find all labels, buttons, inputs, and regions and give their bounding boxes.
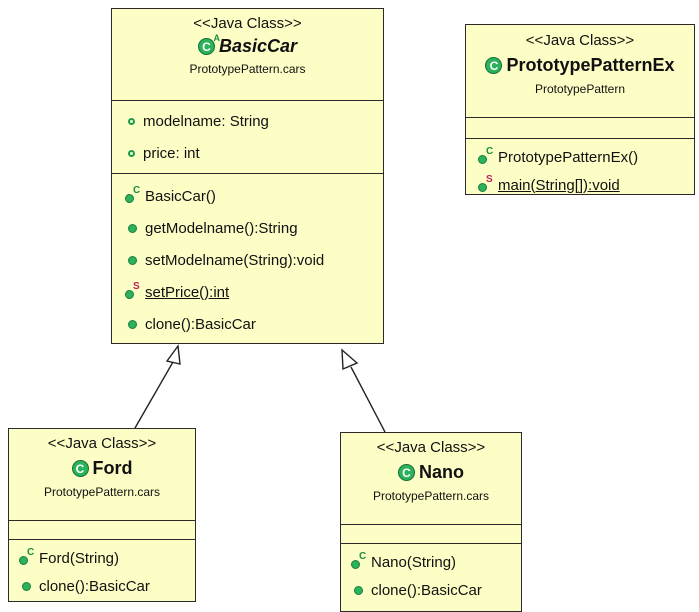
method-item[interactable]: S main(String[]):void (466, 171, 694, 199)
method-item[interactable]: clone():BasicCar (112, 308, 383, 340)
public-field-icon (128, 149, 135, 157)
public-method-icon (128, 319, 137, 329)
package-label: PrototypePattern.cars (43, 485, 161, 499)
public-field-icon (128, 117, 135, 125)
method-item[interactable]: setModelname(String):void (112, 244, 383, 276)
methods-section: C Ford(String) clone():BasicCar (9, 540, 195, 600)
methods-section: C BasicCar() getModelname():String setMo… (112, 174, 383, 340)
class-name: C PrototypePatternEx (466, 55, 694, 76)
stereotype-label: <<Java Class>> (47, 435, 157, 452)
package-label: PrototypePattern.cars (372, 489, 490, 503)
methods-section: C PrototypePatternEx() S main(String[]):… (466, 139, 694, 199)
constructor-icon: C (125, 185, 141, 203)
constructor-icon: C (351, 551, 367, 569)
method-item[interactable]: clone():BasicCar (9, 572, 195, 600)
class-header: <<Java Class>> C Ford PrototypePattern.c… (9, 429, 195, 521)
constructor-icon: C (478, 146, 494, 164)
field-item[interactable]: price: int (112, 137, 383, 169)
method-item[interactable]: C PrototypePatternEx() (466, 143, 694, 171)
stereotype-label: <<Java Class>> (525, 32, 635, 49)
fields-section (466, 118, 694, 139)
prototypepatternex-class[interactable]: <<Java Class>> C PrototypePatternEx Prot… (465, 24, 695, 195)
class-name: C Ford (9, 458, 195, 479)
class-header: <<Java Class>> C Nano PrototypePattern.c… (341, 433, 521, 525)
public-method-icon (128, 223, 137, 233)
class-icon: C (485, 57, 503, 74)
fields-section (341, 525, 521, 544)
method-item[interactable]: C BasicCar() (112, 180, 383, 212)
method-item[interactable]: C Nano(String) (341, 548, 521, 576)
static-method-icon: S (478, 174, 494, 192)
class-icon: C (71, 460, 89, 477)
public-method-icon (128, 255, 137, 265)
fields-section: modelname: String price: int (112, 101, 383, 174)
class-header: <<Java Class>> C PrototypePatternEx Prot… (466, 25, 694, 118)
static-method-icon: S (125, 281, 141, 299)
constructor-icon: C (19, 547, 35, 565)
method-item[interactable]: clone():BasicCar (341, 576, 521, 604)
package-label: PrototypePattern (534, 82, 626, 96)
class-name: C Nano (341, 462, 521, 483)
stereotype-label: <<Java Class>> (193, 15, 302, 32)
nano-extends-basiccar (341, 348, 386, 433)
field-item[interactable]: modelname: String (112, 105, 383, 137)
stereotype-label: <<Java Class>> (376, 439, 486, 456)
methods-section: C Nano(String) clone():BasicCar (341, 544, 521, 604)
ford-extends-basiccar (134, 344, 181, 429)
class-icon: C (398, 464, 415, 481)
fields-section (9, 521, 195, 540)
nano-class[interactable]: <<Java Class>> C Nano PrototypePattern.c… (340, 432, 522, 612)
method-item[interactable]: getModelname():String (112, 212, 383, 244)
method-item[interactable]: S setPrice():int (112, 276, 383, 308)
method-item[interactable]: C Ford(String) (9, 544, 195, 572)
ford-class[interactable]: <<Java Class>> C Ford PrototypePattern.c… (8, 428, 196, 602)
public-method-icon (22, 581, 31, 591)
public-method-icon (354, 585, 363, 595)
package-label: PrototypePattern.cars (189, 62, 306, 76)
